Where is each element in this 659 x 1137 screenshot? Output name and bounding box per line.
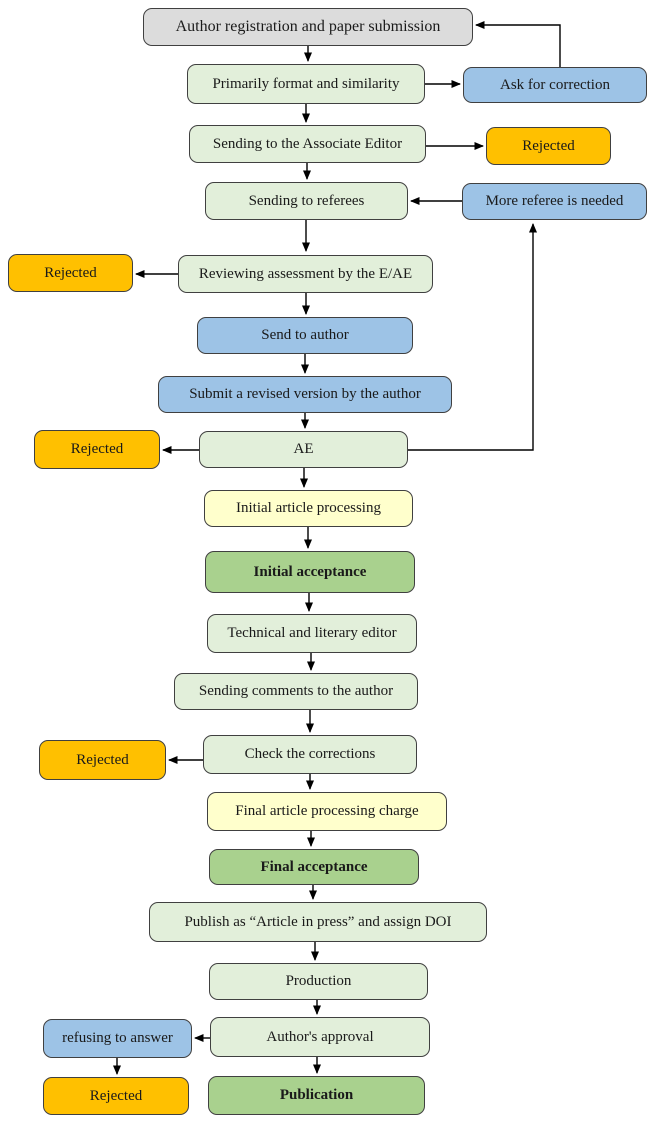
node-sending-associate-editor: Sending to the Associate Editor: [189, 125, 426, 163]
node-rejected-check: Rejected: [39, 740, 166, 780]
node-initial-article-processing: Initial article processing: [204, 490, 413, 527]
node-reviewing-assessment: Reviewing assessment by the E/AE: [178, 255, 433, 293]
node-rejected-ae: Rejected: [34, 430, 160, 469]
node-sending-comments: Sending comments to the author: [174, 673, 418, 710]
node-more-referee-needed: More referee is needed: [462, 183, 647, 220]
arrow-ask-correction-to-registration: [475, 21, 561, 67]
node-authors-approval: Author's approval: [210, 1017, 430, 1057]
node-final-acceptance: Final acceptance: [209, 849, 419, 885]
node-production: Production: [209, 963, 428, 1000]
node-ae: AE: [199, 431, 408, 468]
node-sending-referees: Sending to referees: [205, 182, 408, 220]
node-publish-article-in-press: Publish as “Article in press” and assign…: [149, 902, 487, 942]
node-publication: Publication: [208, 1076, 425, 1115]
node-primarily-format: Primarily format and similarity: [187, 64, 425, 104]
node-author-registration: Author registration and paper submission: [143, 8, 473, 46]
node-technical-literary-editor: Technical and literary editor: [207, 614, 417, 653]
node-refusing-to-answer: refusing to answer: [43, 1019, 192, 1058]
node-send-to-author: Send to author: [197, 317, 413, 354]
node-rejected-reviewing: Rejected: [8, 254, 133, 292]
node-check-corrections: Check the corrections: [203, 735, 417, 774]
node-initial-acceptance: Initial acceptance: [205, 551, 415, 593]
node-rejected-refusing: Rejected: [43, 1077, 189, 1115]
node-submit-revised-version: Submit a revised version by the author: [158, 376, 452, 413]
node-final-processing-charge: Final article processing charge: [207, 792, 447, 831]
node-ask-for-correction: Ask for correction: [463, 67, 647, 103]
node-rejected-top: Rejected: [486, 127, 611, 165]
